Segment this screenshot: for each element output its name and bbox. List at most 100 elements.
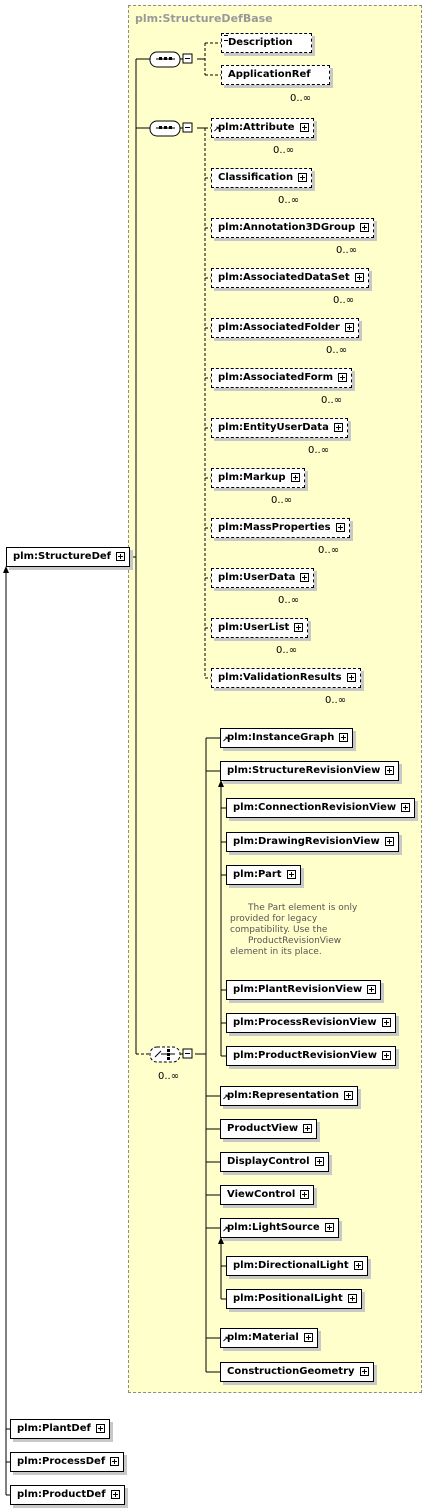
expand-icon[interactable] xyxy=(401,803,411,812)
expand-icon[interactable] xyxy=(110,1457,120,1466)
expand-icon[interactable] xyxy=(353,1261,363,1270)
expand-icon[interactable] xyxy=(333,423,343,432)
cardinality-label: 0..∞ xyxy=(273,145,295,156)
element-label: plm:UserList xyxy=(218,622,290,633)
element-annotation-3d-group[interactable]: plm:Annotation3DGroup xyxy=(211,218,375,238)
element-label: plm:ValidationResults xyxy=(218,672,342,683)
expand-icon[interactable] xyxy=(335,523,345,532)
expand-icon[interactable] xyxy=(343,1091,353,1100)
expand-icon[interactable] xyxy=(300,573,310,582)
expand-icon[interactable] xyxy=(303,1333,313,1342)
element-label: ProductView xyxy=(227,1123,299,1134)
expand-icon[interactable] xyxy=(314,1157,324,1166)
expand-icon[interactable] xyxy=(324,1223,334,1232)
element-validation-results[interactable]: plm:ValidationResults xyxy=(211,668,361,688)
element-positional-light[interactable]: plm:PositionalLight xyxy=(226,1289,362,1309)
element-construction-geometry[interactable]: ConstructionGeometry xyxy=(220,1362,374,1382)
expand-icon[interactable] xyxy=(294,623,304,632)
element-associated-data-set[interactable]: plm:AssociatedDataSet xyxy=(211,268,369,288)
element-associated-folder[interactable]: plm:AssociatedFolder xyxy=(211,318,359,338)
element-label: plm:ProcessDef xyxy=(17,1456,106,1467)
element-drawing-revision-view[interactable]: plm:DrawingRevisionView xyxy=(226,832,399,852)
expand-icon[interactable] xyxy=(367,985,377,994)
expand-icon[interactable] xyxy=(298,173,308,182)
element-light-source[interactable]: ↗ plm:LightSource xyxy=(220,1218,339,1238)
element-connection-revision-view[interactable]: plm:ConnectionRevisionView xyxy=(226,798,416,818)
element-label: plm:PlantDef xyxy=(17,1423,91,1434)
expand-icon[interactable] xyxy=(381,1018,391,1027)
expand-icon[interactable] xyxy=(381,1051,391,1060)
element-label: plm:InstanceGraph xyxy=(227,732,335,743)
element-plant-revision-view[interactable]: plm:PlantRevisionView xyxy=(226,980,382,1000)
element-label: ApplicationRef xyxy=(228,69,311,80)
reference-arrow-icon: ↗ xyxy=(222,1225,229,1234)
element-material[interactable]: ↗ plm:Material xyxy=(220,1328,318,1348)
expand-icon[interactable] xyxy=(344,323,354,332)
element-label: plm:DrawingRevisionView xyxy=(233,836,380,847)
expand-icon[interactable] xyxy=(347,1294,357,1303)
element-mass-properties[interactable]: plm:MassProperties xyxy=(211,518,350,538)
element-label: plm:AssociatedDataSet xyxy=(218,272,350,283)
expand-icon[interactable] xyxy=(110,1490,120,1499)
element-view-control[interactable]: ViewControl xyxy=(220,1185,315,1205)
root-element-structure-def[interactable]: plm:StructureDef xyxy=(6,547,131,567)
expand-icon[interactable] xyxy=(385,766,395,775)
expand-icon[interactable] xyxy=(359,1367,369,1376)
expand-icon[interactable] xyxy=(286,870,296,879)
element-product-view[interactable]: ProductView xyxy=(220,1119,318,1139)
element-structure-revision-view[interactable]: plm:StructureRevisionView xyxy=(220,761,400,781)
element-label: plm:EntityUserData xyxy=(218,422,329,433)
cardinality-label: 0..∞ xyxy=(325,695,347,706)
expand-icon[interactable] xyxy=(338,373,347,382)
element-label: DisplayControl xyxy=(227,1156,310,1167)
element-user-list[interactable]: plm:UserList xyxy=(211,618,309,638)
element-instance-graph[interactable]: ↗ plm:InstanceGraph xyxy=(220,728,354,748)
expand-icon[interactable] xyxy=(346,673,356,682)
cardinality-label: 0..∞ xyxy=(278,195,300,206)
expand-icon[interactable] xyxy=(299,123,309,132)
expand-icon[interactable] xyxy=(95,1424,105,1433)
element-user-data[interactable]: plm:UserData xyxy=(211,568,315,588)
derived-plant-def[interactable]: plm:PlantDef xyxy=(10,1419,110,1439)
expand-icon[interactable] xyxy=(384,837,394,846)
element-product-revision-view[interactable]: plm:ProductRevisionView xyxy=(226,1046,396,1066)
element-attribute[interactable]: ↗ plm:Attribute xyxy=(211,118,314,138)
element-application-ref[interactable]: ApplicationRef xyxy=(221,65,330,85)
element-markup[interactable]: plm:Markup xyxy=(211,468,305,488)
element-entity-user-data[interactable]: plm:EntityUserData xyxy=(211,418,348,438)
expand-icon[interactable] xyxy=(300,1190,310,1199)
reference-arrow-icon: ↗ xyxy=(213,125,220,134)
element-classification[interactable]: Classification xyxy=(211,168,313,188)
element-label: plm:PositionalLight xyxy=(233,1293,343,1304)
expand-icon[interactable] xyxy=(339,733,349,742)
element-process-revision-view[interactable]: plm:ProcessRevisionView xyxy=(226,1013,396,1033)
cardinality-label: 0..∞ xyxy=(308,445,330,456)
expand-icon[interactable] xyxy=(354,273,364,282)
expand-icon[interactable] xyxy=(360,223,370,232)
element-label: plm:DirectionalLight xyxy=(233,1260,349,1271)
element-representation[interactable]: ↗ plm:Representation xyxy=(220,1086,358,1106)
derived-product-def[interactable]: plm:ProductDef xyxy=(10,1485,125,1505)
element-label: plm:PlantRevisionView xyxy=(233,984,363,995)
derived-process-def[interactable]: plm:ProcessDef xyxy=(10,1452,125,1472)
element-directional-light[interactable]: plm:DirectionalLight xyxy=(226,1256,368,1276)
expand-icon[interactable] xyxy=(303,1124,313,1133)
element-label: plm:Material xyxy=(227,1332,299,1343)
element-label: plm:Representation xyxy=(227,1090,339,1101)
cardinality-label: 0..∞ xyxy=(290,93,312,104)
element-label: plm:ProcessRevisionView xyxy=(233,1017,377,1028)
element-associated-form[interactable]: plm:AssociatedForm xyxy=(211,368,352,388)
element-description[interactable]: Description xyxy=(221,33,312,53)
element-part[interactable]: plm:Part xyxy=(226,865,301,885)
root-element-label: plm:StructureDef xyxy=(13,551,112,562)
cardinality-label: 0..∞ xyxy=(326,345,348,356)
expand-icon[interactable] xyxy=(290,473,300,482)
element-label: plm:Attribute xyxy=(218,122,295,133)
collapse-icon[interactable] xyxy=(116,552,126,561)
element-label: ViewControl xyxy=(227,1189,296,1200)
element-label: ConstructionGeometry xyxy=(227,1366,355,1377)
reference-arrow-icon: ↗ xyxy=(222,1335,229,1344)
element-label: plm:Markup xyxy=(218,472,286,483)
element-display-control[interactable]: DisplayControl xyxy=(220,1152,329,1172)
